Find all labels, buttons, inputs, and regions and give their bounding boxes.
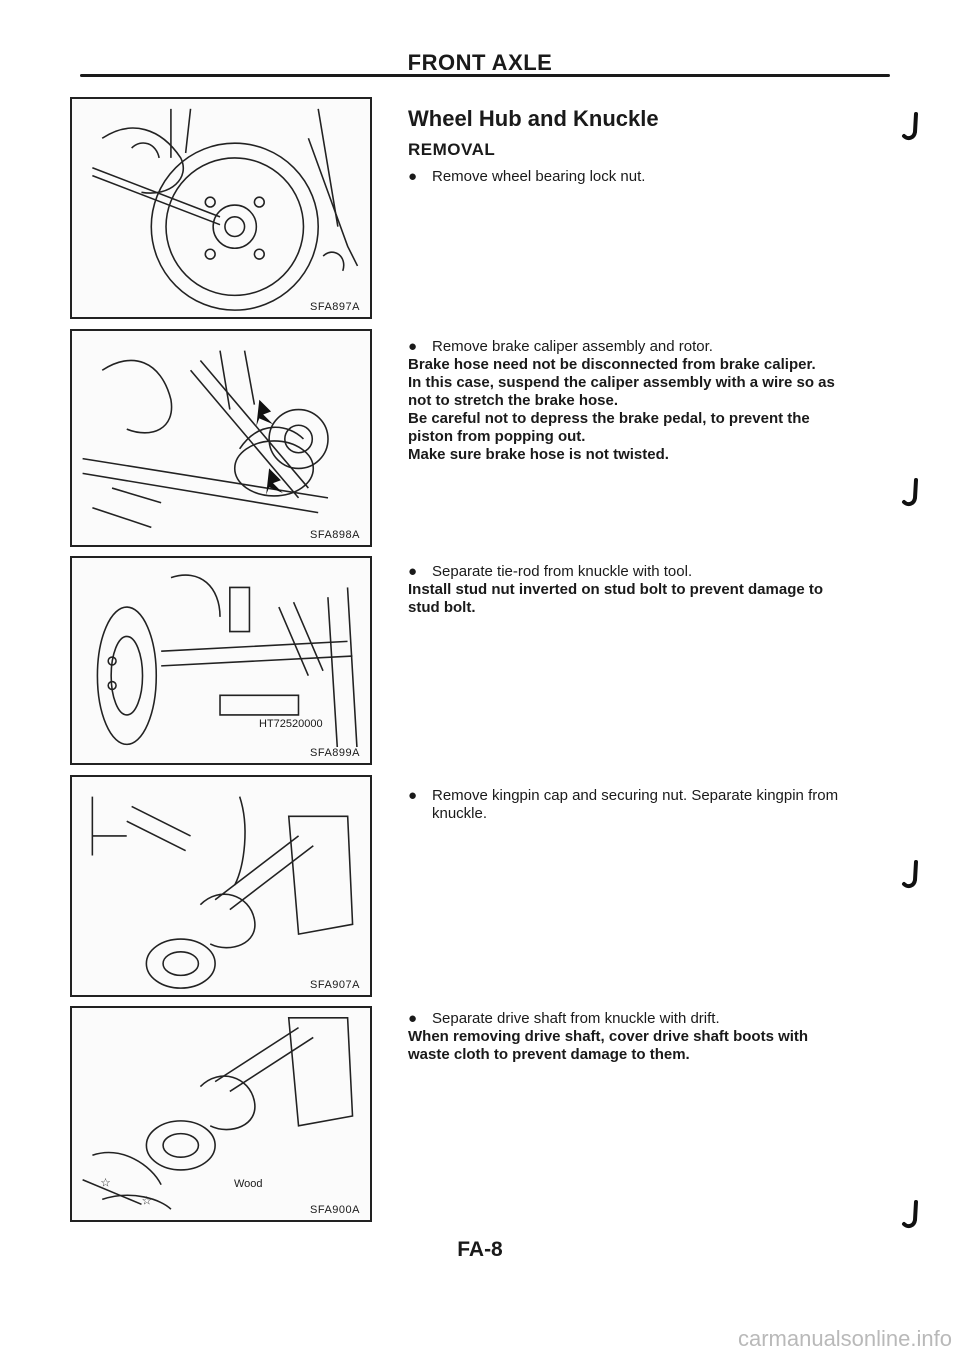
drive-shaft-illustration: ☆ ☆ <box>82 1017 354 1210</box>
page-number: FA-8 <box>457 1238 503 1261</box>
figure-label: SFA900A <box>308 1204 362 1216</box>
step-text-continued: knuckle. <box>432 805 488 822</box>
step-note: Make sure brake hose is not twisted. <box>408 446 669 463</box>
step-text: Remove kingpin cap and securing nut. Sep… <box>432 787 839 804</box>
section-heading: Wheel Hub and Knuckle <box>408 106 659 131</box>
step-remove-kingpin: ● Remove kingpin cap and securing nut. Se… <box>408 787 908 823</box>
figure-wheel-bearing-lock-nut: SFA897A <box>70 97 372 319</box>
bullet-icon: ● <box>408 1010 418 1027</box>
step-note: stud bolt. <box>408 599 476 616</box>
svg-text:☆: ☆ <box>142 1193 153 1207</box>
step-text: Remove wheel bearing lock nut. <box>432 168 646 185</box>
figure-label: SFA898A <box>308 529 362 541</box>
step-separate-drive-shaft: ● Separate drive shaft from knuckle with … <box>408 1010 908 1064</box>
figure-tie-rod-separation: HT72520000 SFA899A <box>70 556 372 765</box>
svg-text:☆: ☆ <box>100 1176 111 1190</box>
check-mark-icon <box>902 860 918 889</box>
figure-drive-shaft-separation: ☆ ☆ Wood SFA900A <box>70 1006 372 1222</box>
step-separate-tie-rod: ● Separate tie-rod from knuckle with tool… <box>408 563 908 617</box>
bullet-icon: ● <box>408 168 418 185</box>
figure-brake-caliper: SFA898A <box>70 329 372 547</box>
step-note: piston from popping out. <box>408 428 586 445</box>
step-remove-lock-nut: ● Remove wheel bearing lock nut. <box>408 168 908 186</box>
step-note: not to stretch the brake hose. <box>408 392 619 409</box>
kingpin-illustration <box>91 796 354 989</box>
step-text: Remove brake caliper assembly and rotor. <box>432 338 713 355</box>
bullet-icon: ● <box>408 787 418 804</box>
step-note: waste cloth to prevent damage to them. <box>408 1046 690 1063</box>
bullet-icon: ● <box>408 563 418 580</box>
step-text: Separate tie-rod from knuckle with tool. <box>432 563 693 580</box>
check-mark-icon <box>902 112 918 141</box>
check-mark-icon <box>902 1200 918 1229</box>
figure-kingpin-removal: SFA907A <box>70 775 372 997</box>
brake-caliper-illustration <box>82 350 329 529</box>
step-note: When removing drive shaft, cover drive s… <box>408 1028 809 1045</box>
figure-label: SFA907A <box>308 979 362 991</box>
page-title: FRONT AXLE <box>407 50 553 75</box>
material-callout: Wood <box>232 1178 265 1190</box>
tool-callout: HT72520000 <box>257 718 325 730</box>
step-note: Be careful not to depress the brake peda… <box>408 410 810 427</box>
title-rule <box>80 74 890 77</box>
figure-label: SFA897A <box>308 301 362 313</box>
step-note: Brake hose need not be disconnected from… <box>408 356 816 373</box>
bullet-icon: ● <box>408 338 418 355</box>
step-note: Install stud nut inverted on stud bolt t… <box>408 581 824 598</box>
step-remove-brake-caliper: ● Remove brake caliper assembly and rotor… <box>408 338 908 464</box>
footer-watermark: carmanualsonline.info <box>737 1326 952 1351</box>
sub-heading: REMOVAL <box>408 140 496 159</box>
wheel-hub-illustration <box>92 108 359 311</box>
step-note: In this case, suspend the caliper assemb… <box>408 374 835 391</box>
check-mark-icon <box>902 478 918 507</box>
figure-label: SFA899A <box>308 747 362 759</box>
step-text: Separate drive shaft from knuckle with d… <box>432 1010 720 1027</box>
tie-rod-illustration <box>96 574 359 755</box>
